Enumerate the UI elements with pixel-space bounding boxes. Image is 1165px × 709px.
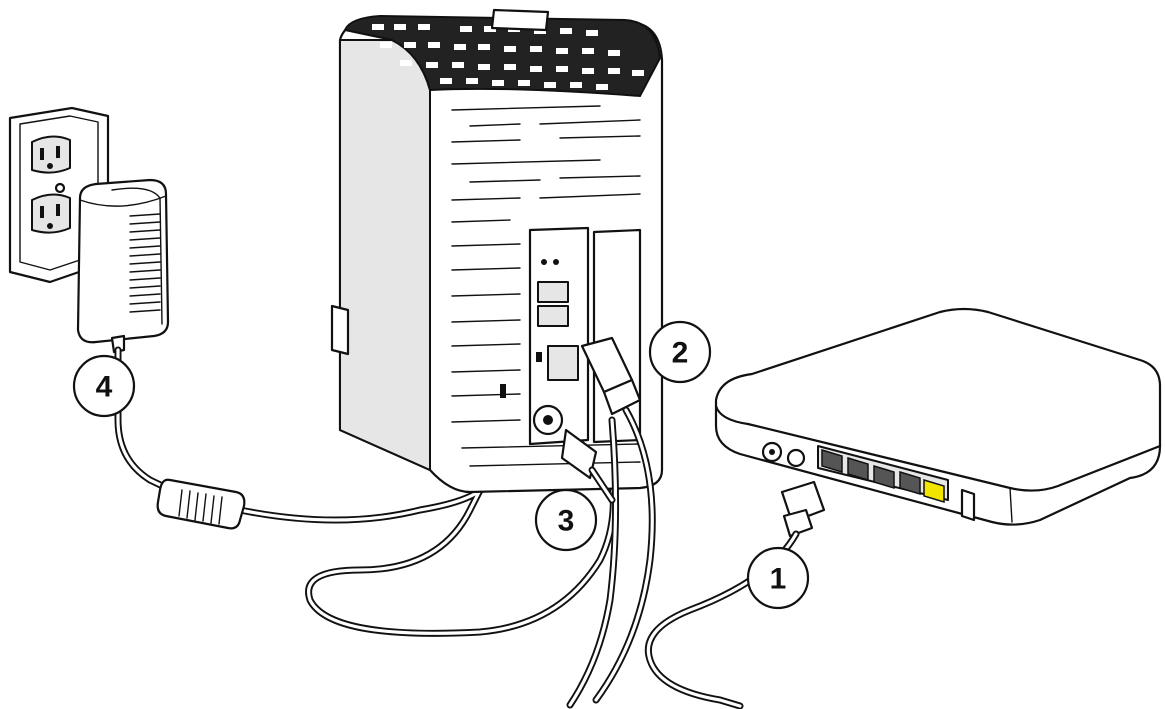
power-adapter-icon: [78, 180, 168, 352]
power-jack-icon: [534, 406, 562, 434]
callout-2: 2: [650, 322, 710, 382]
callout-label: 4: [96, 371, 113, 404]
ferrite-bead-icon: [158, 480, 245, 529]
callout-3: 3: [536, 490, 596, 550]
callout-label: 1: [770, 563, 787, 596]
callout-label: 2: [672, 337, 689, 370]
callout-4: 4: [74, 356, 134, 416]
callout-1: 1: [748, 548, 808, 608]
lock-slot-icon: [500, 384, 506, 398]
callout-label: 3: [558, 505, 575, 538]
